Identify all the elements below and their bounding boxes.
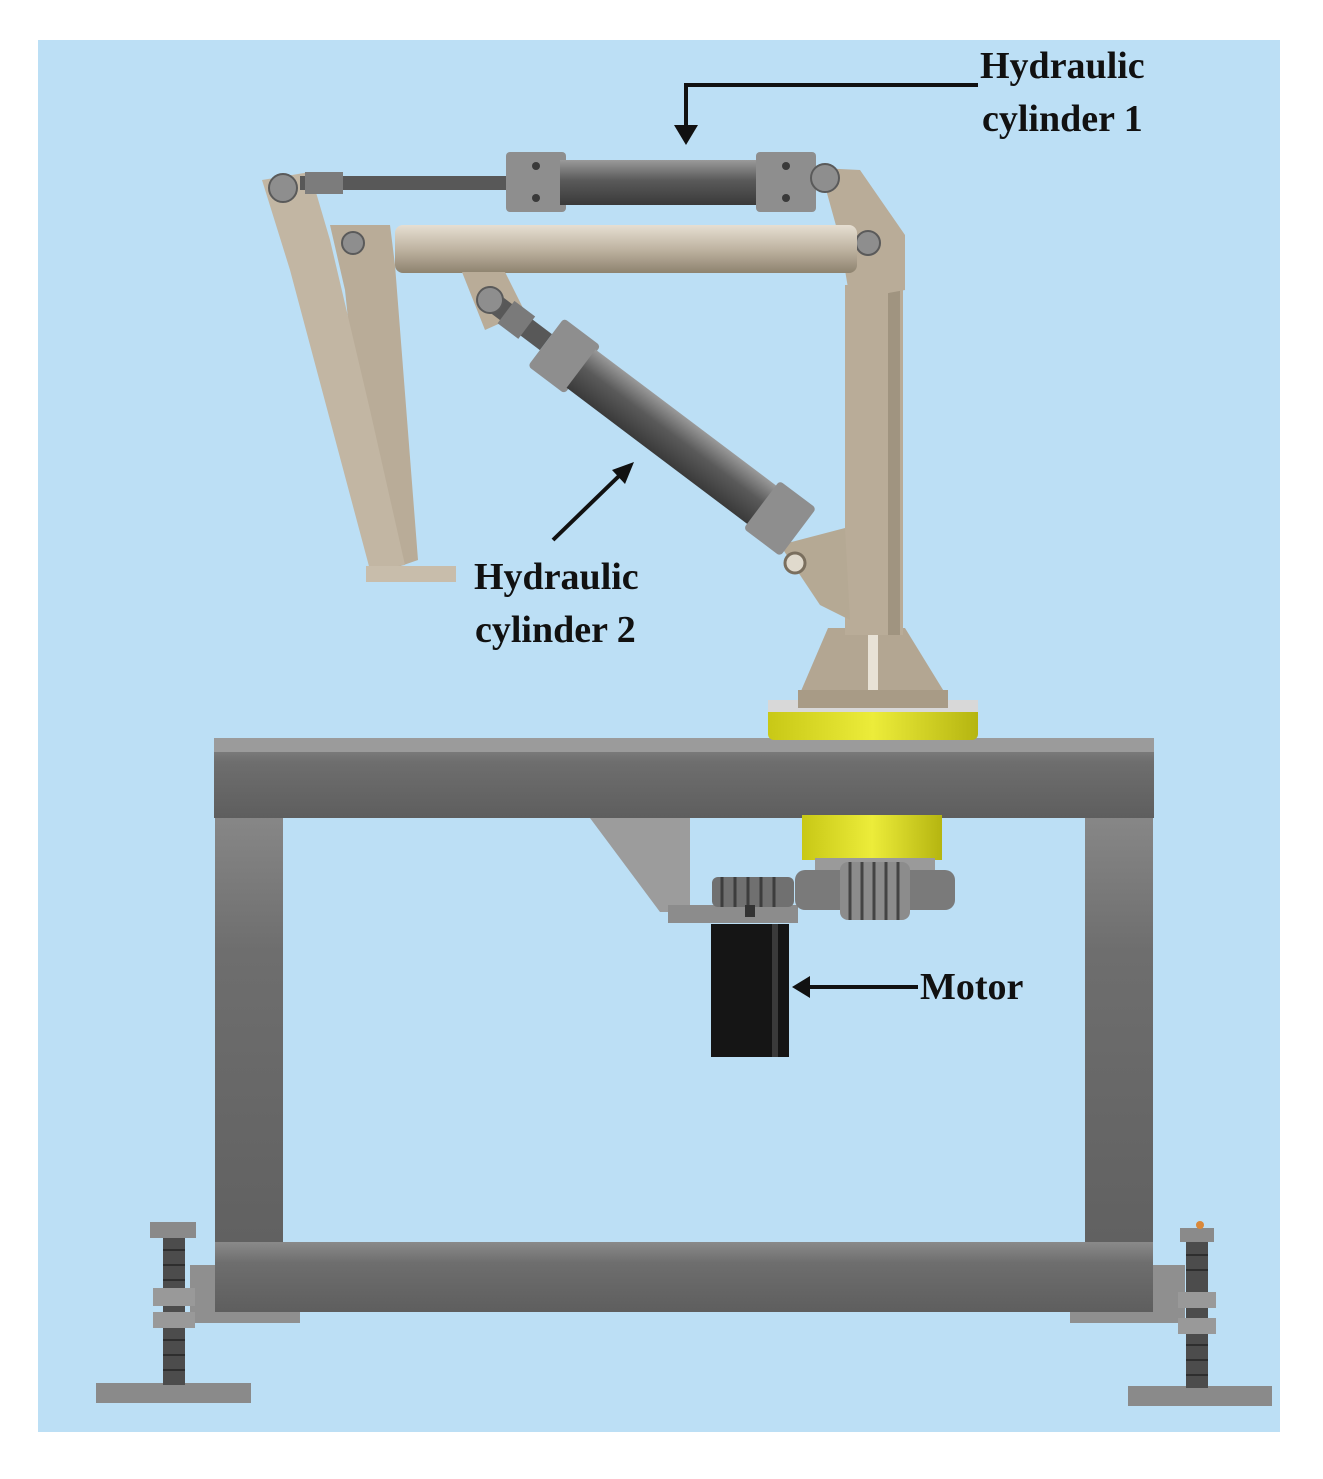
label-cylinder-1-line1: Hydraulic bbox=[980, 45, 1145, 87]
frame-leg-right bbox=[1085, 800, 1153, 1305]
label-motor: Motor bbox=[920, 966, 1024, 1008]
label-cylinder-2-line1: Hydraulic bbox=[474, 556, 639, 598]
motor-bracket bbox=[590, 818, 690, 912]
frame-bottom-beam bbox=[215, 1242, 1153, 1312]
frame-top-beam-edge bbox=[214, 738, 1154, 752]
motor-bracket-plate bbox=[668, 905, 798, 923]
end-effector-arm bbox=[262, 172, 405, 570]
arrow-cylinder-1 bbox=[684, 83, 978, 130]
forearm bbox=[330, 225, 418, 575]
callout-arrows bbox=[551, 83, 978, 998]
rotary-base bbox=[768, 700, 978, 870]
support-frame bbox=[190, 738, 1185, 1323]
hydraulic-cylinder-2 bbox=[476, 286, 815, 555]
cylinder2-bracket bbox=[780, 528, 850, 620]
motor-body bbox=[711, 924, 789, 1057]
arrow-cylinder-2 bbox=[551, 473, 622, 542]
label-cylinder-1-line2: cylinder 1 bbox=[982, 98, 1143, 140]
upper-link bbox=[395, 225, 857, 273]
leveling-foot-left bbox=[96, 1222, 251, 1403]
hydraulic-cylinder-1 bbox=[300, 152, 840, 212]
end-effector-foot bbox=[366, 566, 456, 582]
robot-arm bbox=[262, 152, 948, 708]
lower-bearing bbox=[802, 815, 942, 860]
gear-train bbox=[712, 862, 955, 920]
frame-leg-left bbox=[215, 800, 283, 1305]
label-cylinder-2-line2: cylinder 2 bbox=[475, 609, 636, 651]
leveling-foot-right bbox=[1128, 1221, 1272, 1406]
